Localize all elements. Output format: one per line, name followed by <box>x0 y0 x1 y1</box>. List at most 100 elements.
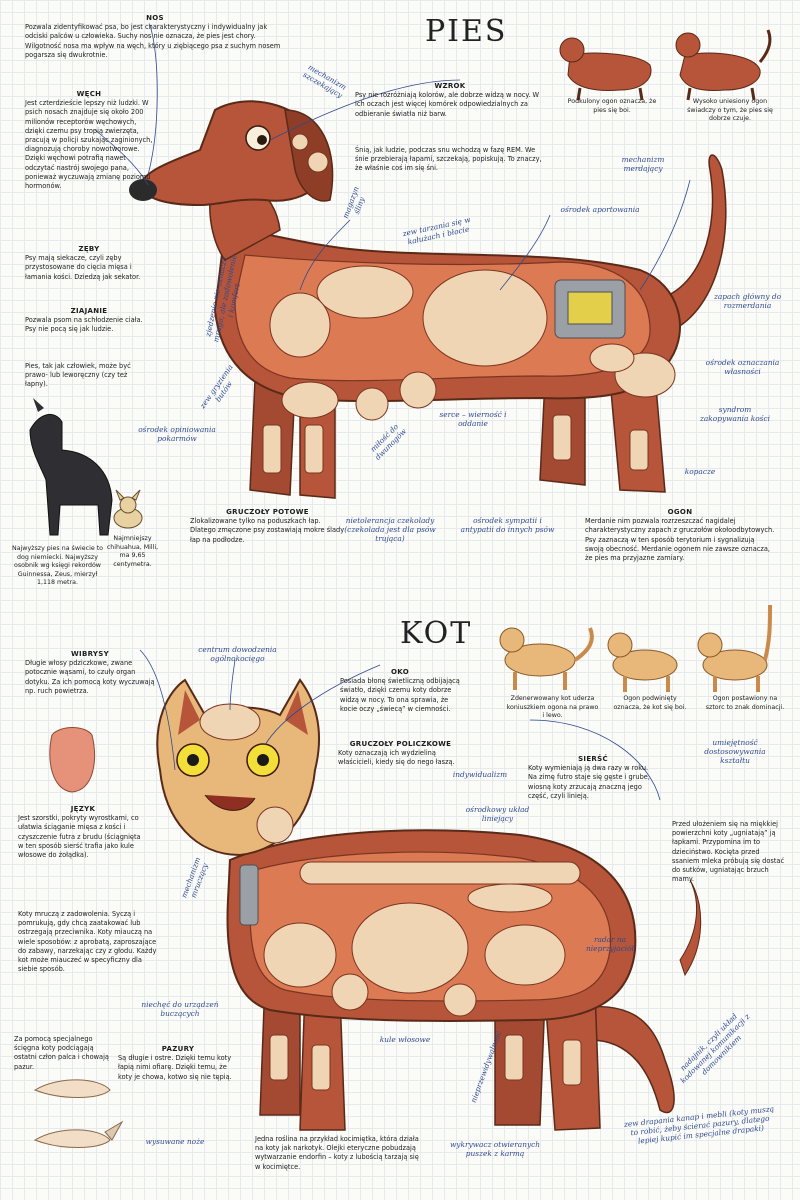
cat-note-wibrysy-body: Długie włosy pdziczkowe, zwane potocznie… <box>25 659 155 695</box>
cat-note-jezyk-body: Jest szorstki, pokryty wyrostkami, co uł… <box>18 814 141 860</box>
dog-note-zeby: ZĘBY Psy mają siekacze, czyli zęby przys… <box>25 245 153 282</box>
cat-label-wykrywacz: wykrywacz otwieranych puszek z karmą <box>449 1140 541 1158</box>
cat-note-pazury-tendon: Za pomocą specjalnego ścięgna koty podci… <box>14 1035 112 1072</box>
dog-label-syndrom-kosci: syndrom zakopywania kości <box>700 405 770 423</box>
cat-note-pazury-tendon-body: Za pomocą specjalnego ścięgna koty podci… <box>14 1035 109 1071</box>
dog-illustration <box>29 29 772 536</box>
cat-note-ugniatanie-body: Przed ułożeniem się na miękkiej powierzc… <box>672 820 785 884</box>
claw-extended <box>33 1120 124 1148</box>
dog-nose <box>129 179 157 201</box>
cat-note-pazury-title: PAZURY <box>161 1045 195 1053</box>
cat-label-kule: kule włosowe <box>379 1035 431 1044</box>
dog-note-handedness: Pies, tak jak człowiek, może być prawo- … <box>25 362 150 390</box>
chihuahua <box>113 489 143 529</box>
dog-organ-mud <box>316 265 414 319</box>
cat-note-wibrysy: WIBRYSY Długie włosy pdziczkowe, zwane p… <box>25 650 155 696</box>
dog-note-wzrok-body: Psy nie rozróżniają kolorów, ale dobrze … <box>355 91 540 118</box>
dog-note-sen: Śnią, jak ludzie, podczas snu wchodzą w … <box>355 146 545 174</box>
dog-tail-pose-happy <box>675 29 772 101</box>
tongue-illustration <box>49 727 95 793</box>
leader-lines <box>94 24 691 801</box>
dog-label-nietolerancja: nietolerancja czekolady (czekolada jest … <box>344 516 436 543</box>
cat-note-siersc: SIERŚĆ Koty wymieniają ją dwa razy w rok… <box>528 755 658 801</box>
dog-note-wech-body: Jest czterdzieście lepszy niż ludzki. W … <box>25 99 153 191</box>
dog-ear <box>284 109 334 202</box>
cat-tail-pose-dominant <box>697 604 772 692</box>
dog-label-serce: serce – wierność i oddanie <box>439 410 507 428</box>
cat-caption-tail-angry: Zdenerwowany kot uderza koniuszkiem ogon… <box>506 695 599 720</box>
dog-note-ziajanie-body: Pozwala psom na schłodzenie ciała. Psy n… <box>25 316 143 334</box>
cat-note-pazury-body: Są długie i ostre. Dzięki temu koty łapi… <box>118 1054 232 1081</box>
dog-note-zeby-title: ZĘBY <box>78 245 100 253</box>
cat-spine-organ <box>299 861 581 885</box>
cat-organ-stomach <box>351 902 469 994</box>
dog-note-nos: NOS Pozwala zidentyfikować psa, bo jest … <box>25 14 285 60</box>
dog-note-ogon: OGON Merdanie nim pozwala rozrzeszczać n… <box>585 508 775 563</box>
dog-caption-great-dane: Najwyższy pies na świecie to dog niemiec… <box>11 545 104 587</box>
dog-label-zapach-glowny: zapach główny do rozmerdania <box>713 292 782 310</box>
dog-note-nos-body: Pozwala zidentyfikować psa, bo jest char… <box>25 23 281 59</box>
cat-tail-pose-angry <box>499 627 594 690</box>
dog-note-wech: WĘCH Jest czterdzieście lepszy niż ludzk… <box>25 90 153 191</box>
cat-caption-tail-scared: Ogon podwinięty oznacza, że kot się boi. <box>613 695 687 711</box>
cat-note-siersc-body: Koty wymieniają ją dwa razy w roku. Na z… <box>528 764 650 800</box>
cat-section-title: KOT <box>400 616 473 651</box>
dog-label-osrodek-wlasnosci: ośrodek oznaczania własności <box>705 358 780 376</box>
cat-note-oko-body: Posiada błonę świetliczną odbijającą świ… <box>340 677 460 713</box>
cat-note-pazury: PAZURY Są długie i ostre. Dzięki temu ko… <box>118 1045 238 1082</box>
dog-note-gruczoly-title: GRUCZOŁY POTOWE <box>226 508 309 516</box>
dog-label-kopacze: kopacze <box>684 467 716 476</box>
cat-tail-pose-scared <box>607 632 678 692</box>
cat-caption-tail-dominant: Ogon postawiony na sztorc to znak domina… <box>705 695 785 711</box>
great-dane <box>29 398 113 536</box>
dog-note-wech-title: WĘCH <box>76 90 102 98</box>
cat-note-jezyk: JĘZYK Jest szorstki, pokryty wyrostkami,… <box>18 805 148 860</box>
cat-label-umiejetnosc: umiejętność dostosowywania kształtu <box>704 738 766 765</box>
dog-note-ogon-body: Merdanie nim pozwala rozrzeszczać nagida… <box>585 517 775 563</box>
dog-label-osrodek-aportowania: ośrodek aportowania <box>560 205 640 214</box>
cat-note-jezyk-title: JĘZYK <box>70 805 96 813</box>
dog-note-handedness-body: Pies, tak jak człowiek, może być prawo- … <box>25 362 131 389</box>
cat-note-ugniatanie: Przed ułożeniem się na miękkiej powierzc… <box>672 820 787 884</box>
dog-note-nos-title: NOS <box>146 14 164 22</box>
dog-label-mechanizm-merdajacy: mechanizm merdający <box>621 155 665 173</box>
cat-note-siersc-title: SIERŚĆ <box>578 755 608 763</box>
dog-note-wzrok-title: WZROK <box>434 82 466 90</box>
dog-note-zeby-body: Psy mają siekacze, czyli zęby przystosow… <box>25 254 141 281</box>
cat-note-policzkowe-body: Koty oznaczają ich wydzieliną właściciel… <box>338 749 455 767</box>
cat-note-kocimietka: Jedna roślina na przykład kocimiętka, kt… <box>255 1135 420 1172</box>
dog-section-title: PIES <box>425 14 508 49</box>
cat-label-centrum: centrum dowodzenia ogólnokocięgo <box>198 645 277 663</box>
dog-tail-pose-scared <box>559 37 652 101</box>
dog-note-wzrok: WZROK Psy nie rozróżniają kolorów, ale d… <box>355 82 545 119</box>
dog-organ-brain-toy <box>269 292 331 358</box>
dog-note-ziajanie-title: ZIAJANIE <box>70 307 108 315</box>
dog-tail <box>654 154 727 336</box>
dog-caption-tail-down: Podkulony ogon oznacza, że pies się boi. <box>567 98 657 114</box>
dog-note-ziajanie: ZIAJANIE Pozwala psom na schłodzenie cia… <box>25 307 153 335</box>
dog-note-sen-body: Śnią, jak ludzie, podczas snu wchodzą w … <box>355 146 542 173</box>
dog-label-osrodek-sympatii: ośrodek sympatii i antypatii do innych p… <box>460 516 555 534</box>
cat-note-mruczenie: Koty mruczą z zadowolenia. Syczą i pomru… <box>18 910 158 974</box>
cat-illustration <box>33 604 772 1148</box>
cat-note-wibrysy-title: WIBRYSY <box>71 650 109 658</box>
dog-caption-tail-up: Wysoko uniesiony ogon świadczy o tym, że… <box>687 98 773 123</box>
cat-note-oko: OKO Posiada błonę świetliczną odbijającą… <box>340 668 460 714</box>
cat-note-kocimietka-body: Jedna roślina na przykład kocimiętka, kt… <box>255 1135 419 1171</box>
cat-label-niechec: niechęć do urządzeń buczących <box>141 1000 219 1018</box>
dog-note-gruczoly-body: Zlokalizowane tylko na poduszkach łap. D… <box>190 517 345 544</box>
cat-note-policzkowe-title: GRUCZOŁY POLICZKOWE <box>349 740 452 748</box>
cat-label-wysuwane: wysuwane noże <box>145 1137 205 1146</box>
dog-organ-stomach <box>422 269 548 367</box>
cat-note-policzkowe: GRUCZOŁY POLICZKOWE Koty oznaczają ich w… <box>338 740 463 768</box>
cat-label-osrodkowy: ośrodkowy układ liniejący <box>465 805 530 823</box>
dog-organ-heart <box>399 371 437 409</box>
cat-label-indywidualizm: indywidualizm <box>452 770 508 779</box>
dog-note-ogon-title: OGON <box>667 508 693 516</box>
claw-retracted <box>33 1079 111 1098</box>
cat-note-mruczenie-body: Koty mruczą z zadowolenia. Syczą i pomru… <box>18 910 157 974</box>
dog-label-osrodek-opiniowania: ośrodek opiniowania pokarmów <box>138 425 216 443</box>
dog-caption-chihuahua: Najmniejszy chihuahua, Milli, ma 9,65 ce… <box>106 535 159 568</box>
cat-note-oko-title: OKO <box>391 668 409 676</box>
